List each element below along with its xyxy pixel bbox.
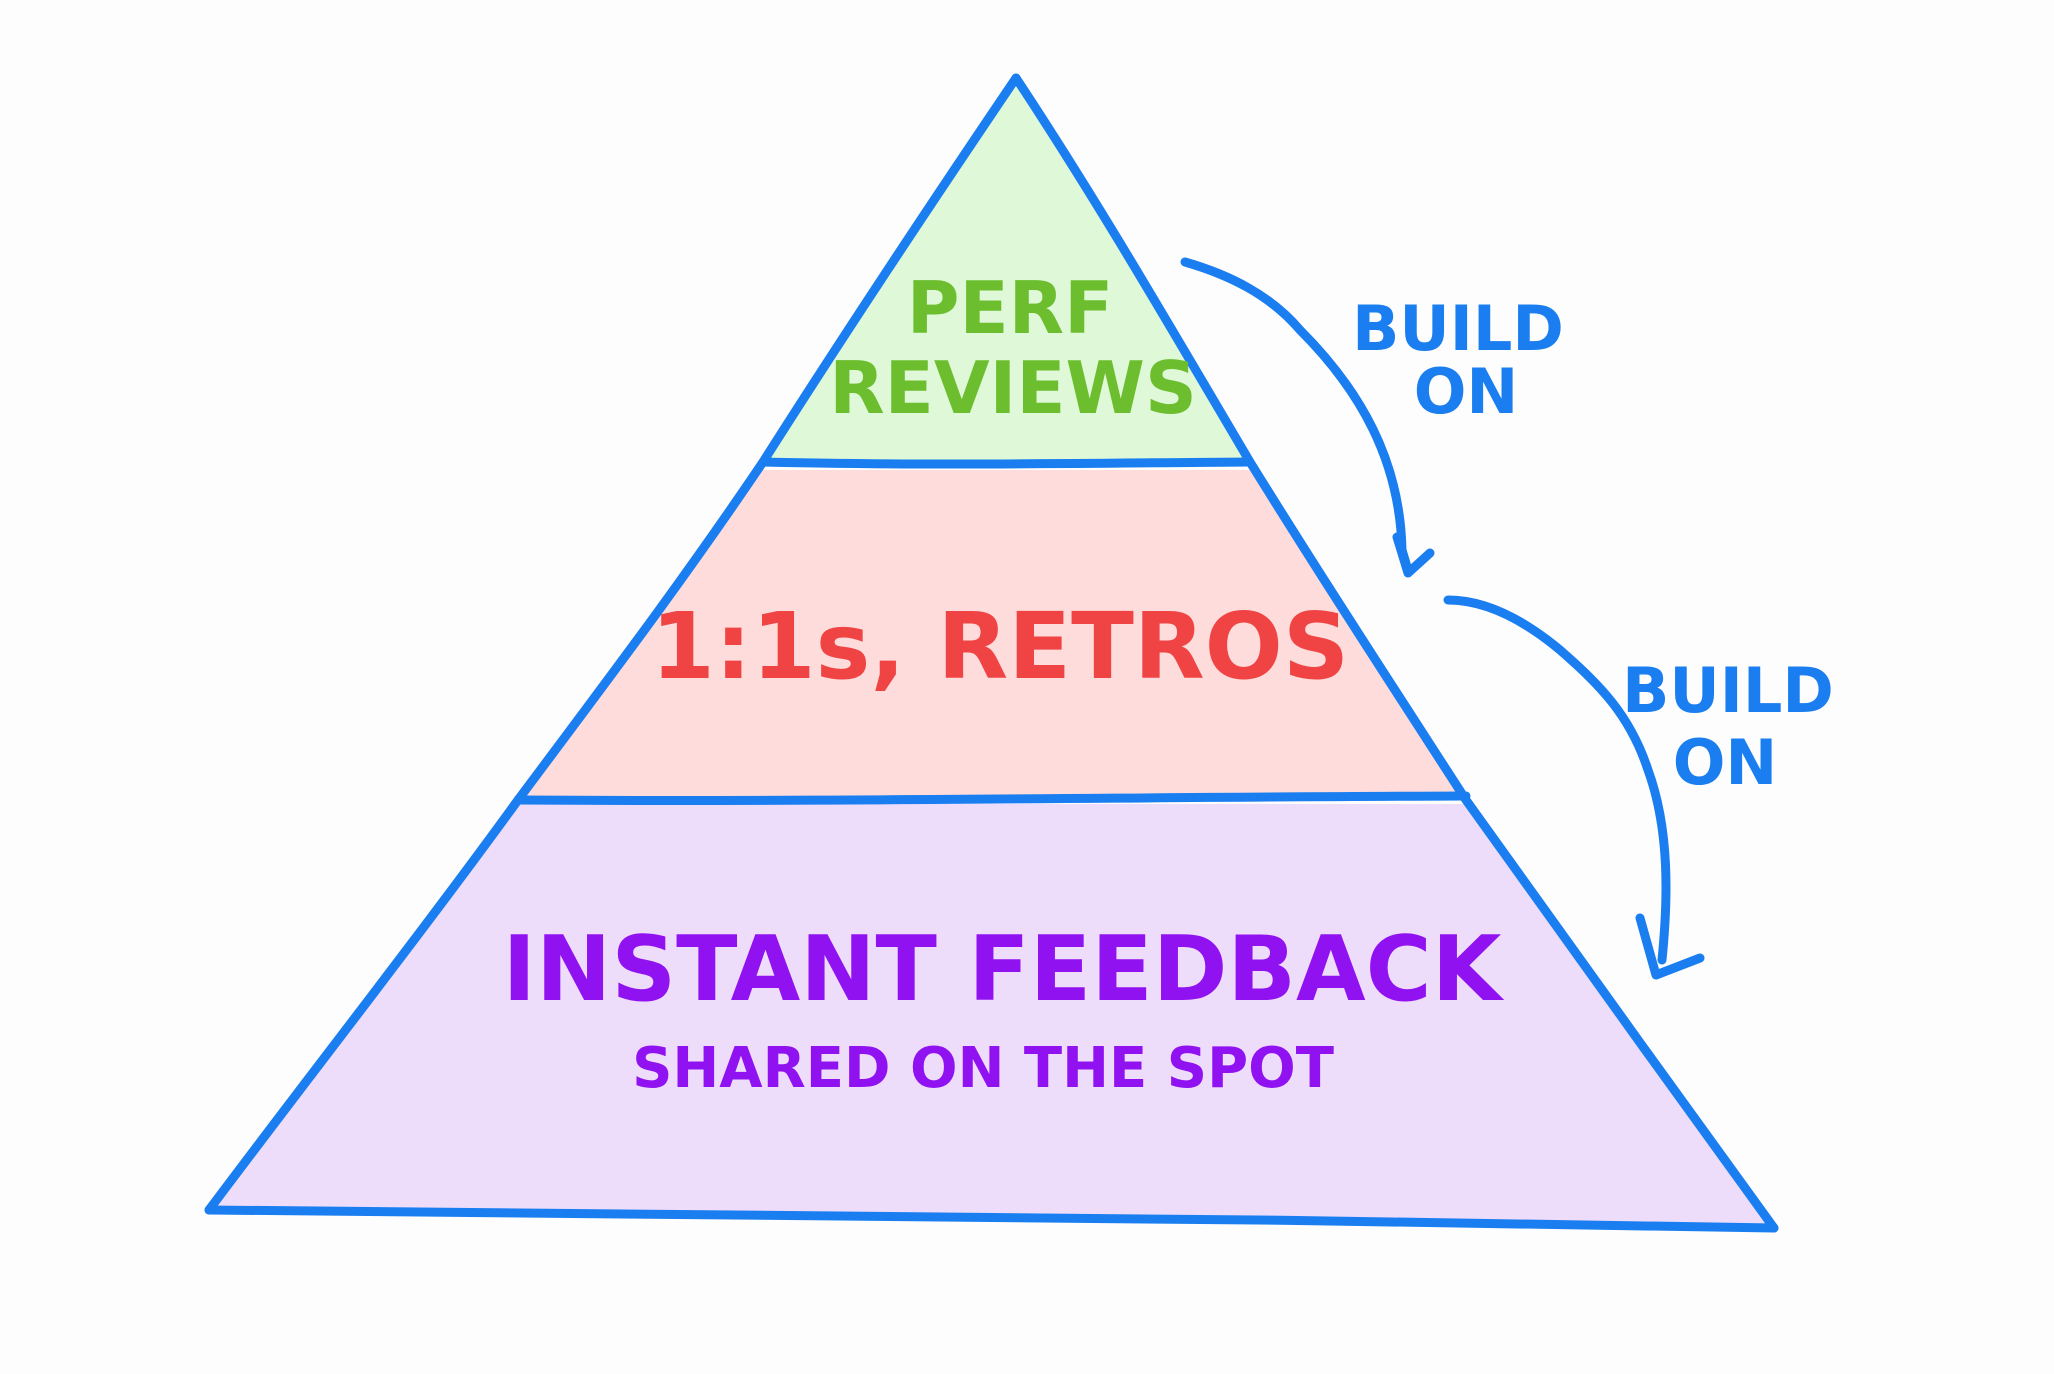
build-on-arrow-2-head <box>1635 913 1705 980</box>
build-on-arrow-1 <box>1180 257 1413 575</box>
pyramid-base <box>204 1205 1779 1233</box>
tier-top-label-line2: REVIEWS <box>829 346 1197 430</box>
pyramid-outline <box>204 73 1779 1233</box>
arrow-1-label-line1: BUILD <box>1352 292 1564 365</box>
tier-top-label-line1: PERF <box>907 266 1114 350</box>
pyramid-right-edge <box>1011 73 1779 1233</box>
tier-divider-top <box>758 457 1255 469</box>
tier-middle-label: 1:1s, RETROS <box>651 593 1349 700</box>
tier-bottom-fill <box>209 804 1774 1228</box>
tier-divider-bottom <box>513 791 1471 805</box>
arrow-2-label-line2: ON <box>1673 726 1778 799</box>
tier-bottom-label: INSTANT FEEDBACK <box>503 917 1505 1022</box>
tier-middle-fill <box>518 470 1466 796</box>
arrow-1-label-line2: ON <box>1414 355 1519 428</box>
build-on-arrow-1-head <box>1392 532 1435 578</box>
arrow-2-label-line1: BUILD <box>1622 654 1834 727</box>
tier-bottom-subtitle: SHARED ON THE SPOT <box>632 1036 1334 1101</box>
pyramid-left-edge <box>204 73 1021 1215</box>
build-on-arrow-2 <box>1443 595 1671 965</box>
tier-top-fill <box>763 78 1250 462</box>
